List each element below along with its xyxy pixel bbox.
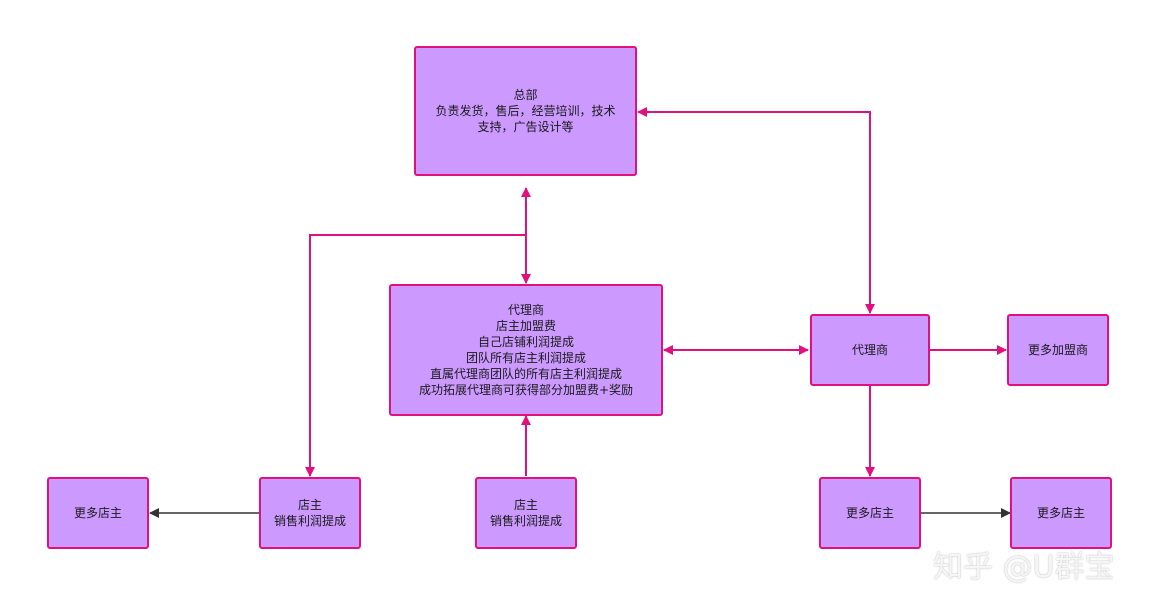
node-agent-main-line-5: 直属代理商团队的所有店主利润提成 <box>429 367 622 381</box>
node-owner-left-line-1: 店主 <box>297 498 322 512</box>
edge-hq-agent-right <box>637 107 875 314</box>
node-agent-main-line-2: 店主加盟费 <box>495 319 556 333</box>
node-more-owners-mid: 更多店主 <box>819 477 921 549</box>
node-more-owners-right: 更多店主 <box>1010 477 1112 549</box>
node-hq-line-2: 负责发货，售后，经营培训，技术 <box>435 104 616 118</box>
node-agent-main-line-6: 成功拓展代理商可获得部分加盟费+奖励 <box>418 383 634 397</box>
node-owner-center-line-1: 店主 <box>513 498 538 512</box>
node-more-franchise: 更多加盟商 <box>1007 314 1109 386</box>
node-owner-center-line-2: 销售利润提成 <box>489 514 562 528</box>
node-owner-left: 店主 销售利润提成 <box>259 477 361 549</box>
node-more-owners-right-line-1: 更多店主 <box>1036 506 1085 520</box>
node-agent-right: 代理商 <box>810 314 930 386</box>
edge-hq-owner-left <box>305 234 526 477</box>
node-agent-main-line-4: 团队所有店主利润提成 <box>465 351 586 365</box>
node-more-franchise-line-1: 更多加盟商 <box>1027 343 1088 357</box>
node-agent-main: 代理商 店主加盟费 自己店铺利润提成 团队所有店主利润提成 直属代理商团队的所有… <box>389 284 663 416</box>
node-agent-main-line-1: 代理商 <box>507 303 544 317</box>
node-more-owners-mid-line-1: 更多店主 <box>845 506 894 520</box>
node-hq: 总部 负责发货，售后，经营培训，技术 支持，广告设计等 <box>414 46 637 176</box>
node-more-owners-left-line-1: 更多店主 <box>73 506 122 520</box>
watermark-text: 知乎 @U群宝 <box>933 550 1115 585</box>
node-owner-left-line-2: 销售利润提成 <box>273 514 346 528</box>
node-agent-main-line-3: 自己店铺利润提成 <box>477 335 574 349</box>
node-hq-line-1: 总部 <box>513 88 538 102</box>
node-agent-right-line-1: 代理商 <box>851 343 888 357</box>
node-hq-line-3: 支持，广告设计等 <box>477 120 574 134</box>
node-more-owners-left: 更多店主 <box>47 477 149 549</box>
node-owner-center: 店主 销售利润提成 <box>475 477 577 549</box>
